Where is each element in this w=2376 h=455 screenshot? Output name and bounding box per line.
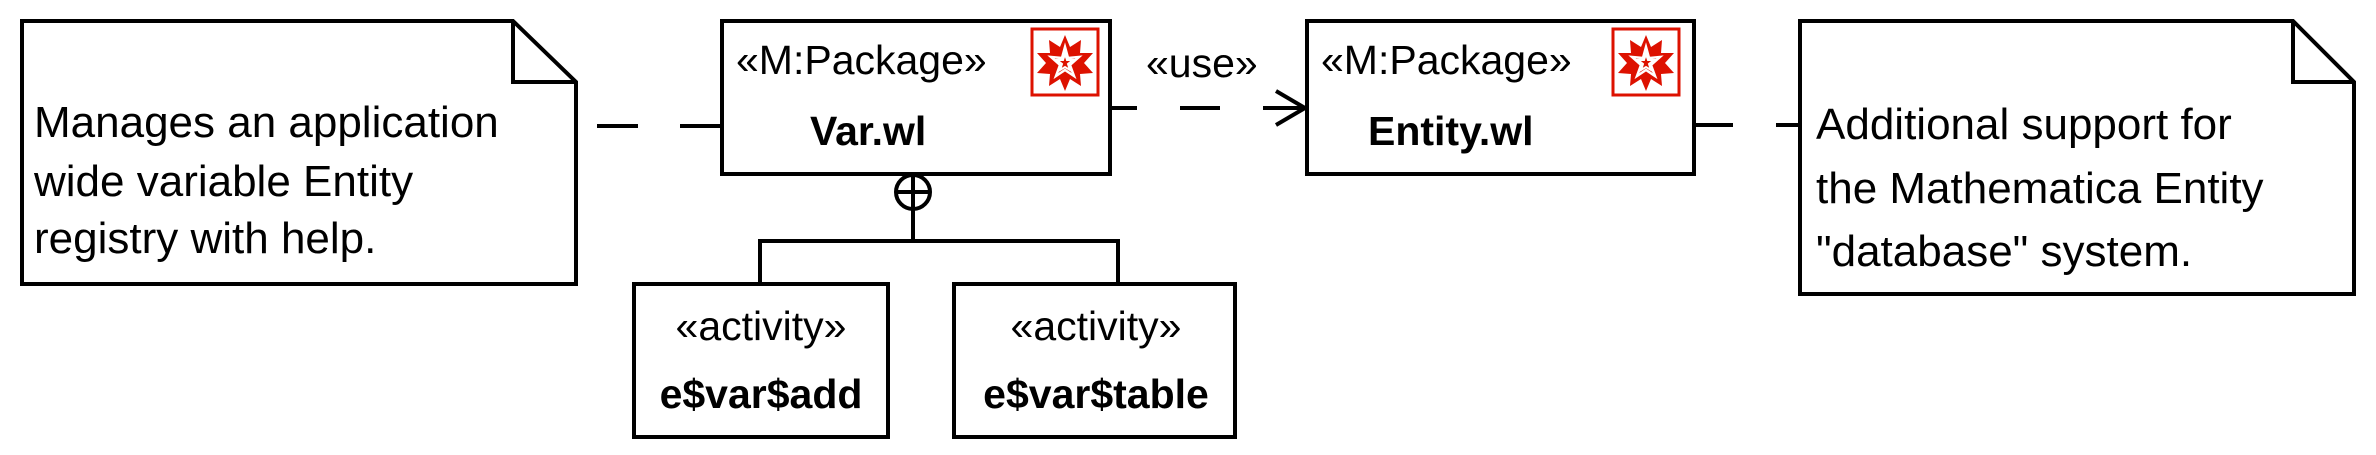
note-line: wide variable Entity xyxy=(33,157,413,206)
note-line: Manages an application xyxy=(34,98,499,147)
dependency-label: «use» xyxy=(1146,40,1258,86)
note-var-description[interactable]: Manages an application wide variable Ent… xyxy=(20,19,578,286)
note-entity-description[interactable]: Additional support for the Mathematica E… xyxy=(1798,19,2356,296)
activity-stereotype: «activity» xyxy=(676,303,847,349)
activity-name: e$var$add xyxy=(660,371,863,417)
wolfram-spikey-icon xyxy=(1611,27,1681,97)
activity-name: e$var$table xyxy=(983,371,1209,417)
note-line: the Mathematica Entity xyxy=(1816,164,2264,213)
package-stereotype: «M:Package» xyxy=(736,37,987,83)
activity-e-var-add[interactable]: «activity» e$var$add xyxy=(632,282,890,439)
package-stereotype: «M:Package» xyxy=(1321,37,1572,83)
note-line: registry with help. xyxy=(34,214,376,263)
package-entity-wl[interactable]: «M:Package» Entity.wl xyxy=(1305,19,1696,176)
note-line: "database" system. xyxy=(1816,227,2192,276)
containment-connector xyxy=(758,173,1120,284)
wolfram-spikey-icon xyxy=(1030,27,1100,97)
package-name: Var.wl xyxy=(810,108,926,154)
activity-e-var-table[interactable]: «activity» e$var$table xyxy=(952,282,1237,439)
package-var-wl[interactable]: «M:Package» Var.wl xyxy=(720,19,1112,176)
activity-stereotype: «activity» xyxy=(1011,303,1182,349)
package-name: Entity.wl xyxy=(1368,108,1534,154)
use-dependency: «use» xyxy=(1110,40,1309,127)
note-line: Additional support for xyxy=(1816,100,2232,149)
